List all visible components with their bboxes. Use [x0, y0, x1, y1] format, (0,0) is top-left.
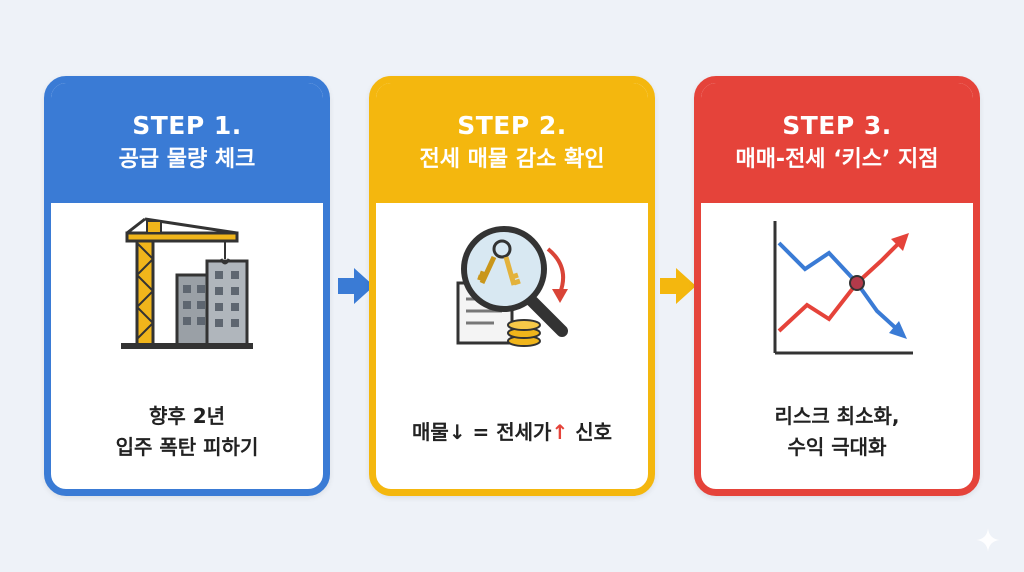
step-3-header: STEP 3. 매매-전세 ‘키스’ 지점: [701, 83, 973, 203]
step-2-number: STEP 2.: [457, 111, 567, 140]
step-2-header: STEP 2. 전세 매물 감소 확인: [376, 83, 648, 203]
magnifier-keys-icon: [376, 213, 648, 373]
caption-line: 수익 극대화: [787, 435, 887, 459]
step-2-title: 전세 매물 감소 확인: [419, 147, 605, 172]
step-3-card: STEP 3. 매매-전세 ‘키스’ 지점 리스크 최소화, 수익 극대화: [694, 76, 980, 496]
down-arrow-icon: ↓: [448, 420, 466, 444]
arrow-right-icon: [338, 268, 374, 304]
caption-line: 향후 2년: [148, 404, 226, 428]
step-1-number: STEP 1.: [132, 111, 242, 140]
caption-text: 신호: [568, 420, 612, 444]
step-2-caption: 매물↓ = 전세가↑ 신호: [376, 417, 648, 448]
caption-line: 리스크 최소화,: [774, 404, 900, 428]
step-3-title: 매매-전세 ‘키스’ 지점: [735, 147, 939, 172]
step-2-card: STEP 2. 전세 매물 감소 확인 매물↓ = 전세가↑ 신호: [369, 76, 655, 496]
caption-text: 매물: [412, 420, 449, 444]
up-arrow-icon: ↑: [551, 420, 569, 444]
step-1-caption: 향후 2년 입주 폭탄 피하기: [51, 401, 323, 463]
crossing-lines-chart-icon: [701, 213, 973, 373]
step-1-title: 공급 물량 체크: [118, 147, 256, 172]
construction-crane-building-icon: [51, 213, 323, 373]
step-1-card: STEP 1. 공급 물량 체크: [44, 76, 330, 496]
caption-text: = 전세가: [465, 420, 552, 444]
step-3-number: STEP 3.: [782, 111, 892, 140]
arrow-right-icon: [660, 268, 696, 304]
step-3-caption: 리스크 최소화, 수익 극대화: [701, 401, 973, 463]
caption-line: 입주 폭탄 피하기: [115, 435, 259, 459]
sparkle-icon: [976, 528, 1000, 552]
step-1-header: STEP 1. 공급 물량 체크: [51, 83, 323, 203]
